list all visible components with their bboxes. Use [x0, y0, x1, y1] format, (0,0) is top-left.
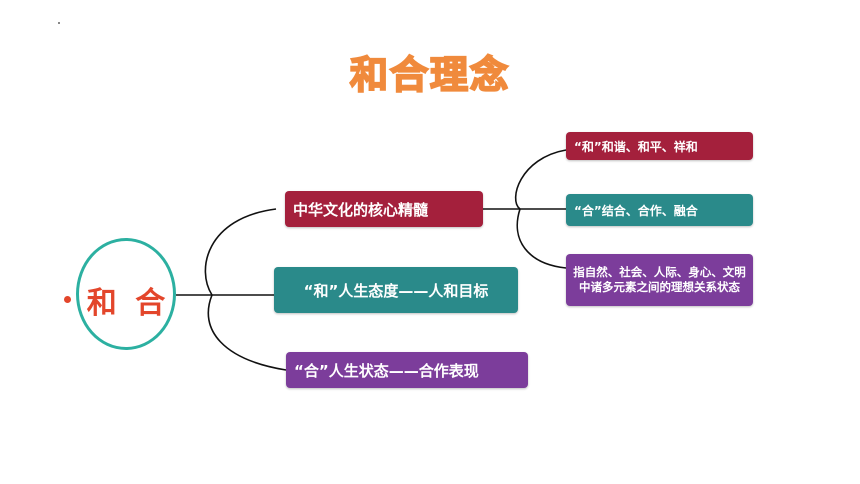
branch-core-essence: 中华文化的核心精髓: [285, 191, 483, 227]
connector-leaf-bracket-lower: [516, 208, 567, 269]
connector-bracket-lower: [207, 294, 287, 371]
center-bullet: [64, 296, 71, 303]
connector-bracket-upper: [204, 208, 277, 296]
center-node-ring: [76, 238, 176, 350]
leaf-ideal-relation: 指自然、社会、人际、身心、文明中诸多元素之间的理想关系状态: [566, 254, 753, 306]
branch-he-state: “合”人生状态——合作表现: [286, 352, 528, 388]
slide-title: 和合理念: [349, 52, 510, 98]
leaf-combination: “合”结合、合作、融合: [566, 194, 753, 226]
center-node-label: 和 合: [86, 286, 170, 321]
decorative-dot: [58, 22, 60, 24]
leaf-harmony: “和”和谐、和平、祥和: [566, 132, 753, 160]
branch-he-attitude: “和”人生态度——人和目标: [274, 267, 518, 313]
connector-leaf-bracket-upper: [514, 149, 567, 210]
